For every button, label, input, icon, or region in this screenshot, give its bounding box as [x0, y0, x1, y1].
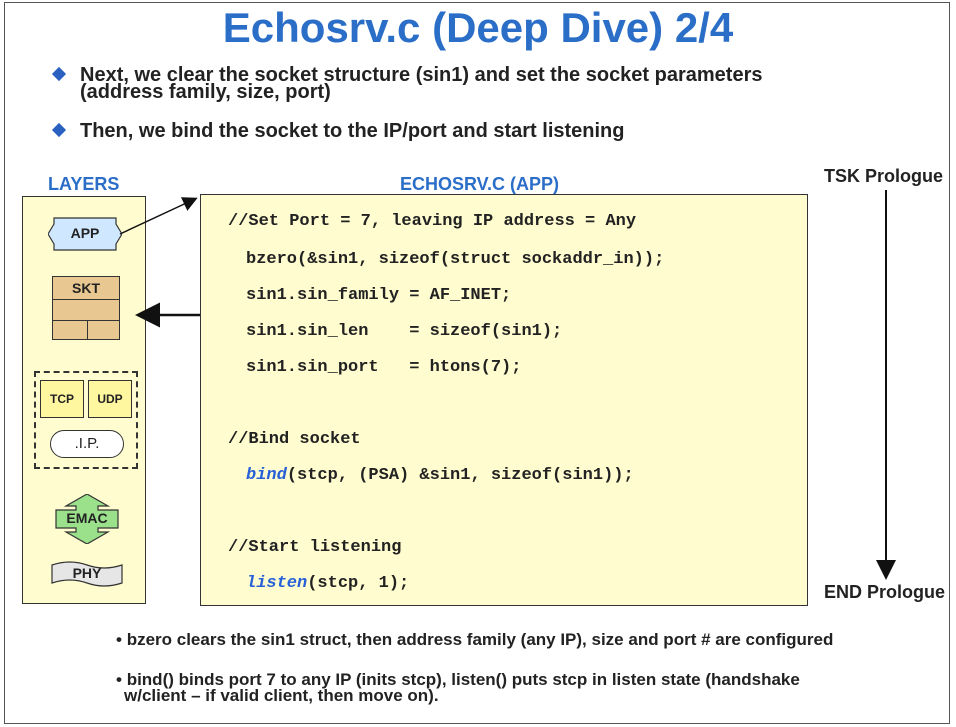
emac-layer-label: EMAC — [66, 510, 108, 526]
skt-layer-box: SKT — [52, 276, 120, 340]
ip-layer-box: .I.P. — [50, 430, 124, 458]
slide-title: Echosrv.c (Deep Dive) 2/4 — [222, 4, 734, 51]
code-line-1: //Set Port = 7, leaving IP address = Any — [228, 212, 637, 231]
listen-args: (stcp, 1); — [307, 574, 410, 593]
listen-keyword: listen — [246, 574, 308, 593]
app-to-code-arrow — [119, 197, 198, 235]
code-line-3: sin1.sin_family = AF_INET; — [246, 286, 512, 305]
code-panel — [200, 194, 808, 606]
note-2-line-2: w/client – if valid client, then move on… — [124, 686, 439, 705]
bullet-1-line-1: Next, we clear the socket structure (sin… — [80, 64, 763, 86]
code-line-6: //Bind socket — [228, 430, 361, 449]
end-prologue-label: END Prologue — [824, 582, 946, 602]
code-line-9: listen(stcp, 1); — [246, 574, 409, 593]
tcp-layer-box: TCP — [40, 380, 84, 418]
note-2: • bind() binds port 7 to any IP (inits s… — [116, 670, 800, 705]
code-line-5: sin1.sin_port = htons(7); — [246, 358, 522, 377]
phy-layer-label: PHY — [72, 565, 102, 581]
skt-layer-label: SKT — [53, 277, 119, 300]
code-line-7: bind(stcp, (PSA) &sin1, sizeof(sin1)); — [246, 466, 634, 485]
phy-layer-shape — [51, 561, 123, 587]
transport-group — [34, 371, 138, 469]
code-line-2: bzero(&sin1, sizeof(struct sockaddr_in))… — [246, 250, 665, 269]
bind-args: (stcp, (PSA) &sin1, sizeof(sin1)); — [286, 466, 634, 485]
bullet-1-line-2: (address family, size, port) — [80, 81, 331, 103]
bullet-1: Next, we clear the socket structure (sin… — [51, 64, 763, 103]
bullet-2-line-1: Then, we bind the socket to the IP/port … — [80, 120, 625, 142]
code-header-label: ECHOSRV.C (APP) — [400, 174, 560, 194]
note-1-line-1: bzero clears the sin1 struct, then addre… — [126, 630, 834, 649]
emac-layer-shape — [55, 494, 119, 544]
code-line-4: sin1.sin_len = sizeof(sin1); — [246, 322, 563, 341]
layers-label: LAYERS — [48, 174, 120, 194]
note-2-bullet: • — [116, 670, 122, 689]
app-layer-shape — [48, 217, 122, 251]
note-1-bullet: • — [116, 630, 122, 649]
tsk-prologue-label: TSK Prologue — [824, 166, 944, 186]
note-2-line-1: bind() binds port 7 to any IP (inits stc… — [126, 670, 800, 689]
slide-frame — [4, 2, 950, 724]
skt-grid-divider — [87, 320, 88, 340]
app-layer-label: APP — [70, 225, 100, 241]
bind-keyword: bind — [246, 466, 287, 485]
bullet-2: Then, we bind the socket to the IP/port … — [51, 120, 625, 142]
note-1: • bzero clears the sin1 struct, then add… — [116, 630, 834, 649]
skt-grid-row — [53, 300, 119, 321]
code-line-8: //Start listening — [228, 538, 402, 557]
udp-layer-box: UDP — [88, 380, 132, 418]
